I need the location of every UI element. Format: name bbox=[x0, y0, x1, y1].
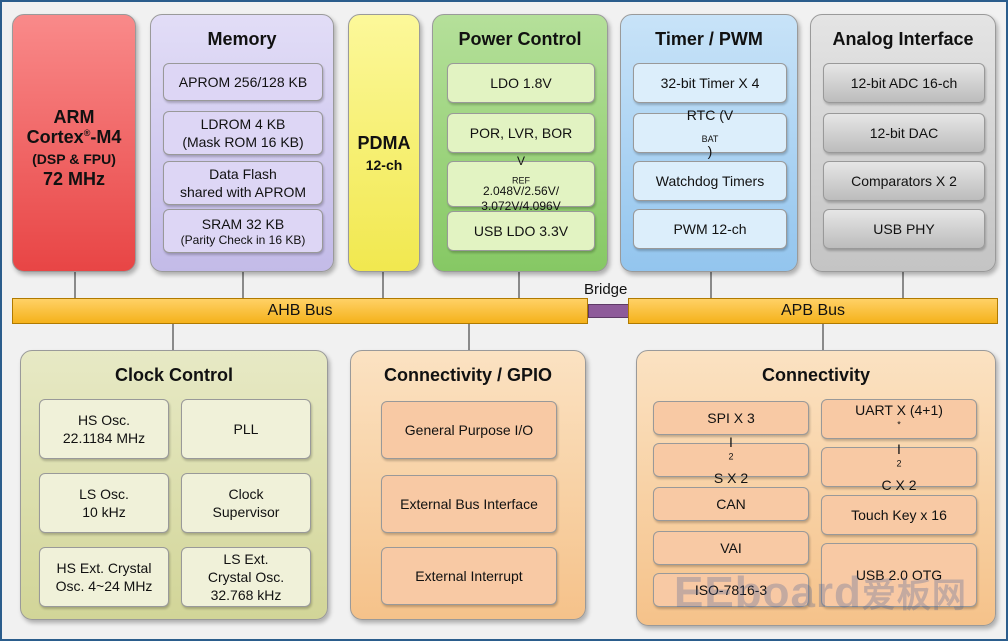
analog-dac: 12-bit DAC bbox=[823, 113, 985, 153]
connectivity-iso7816: ISO-7816-3 bbox=[653, 573, 809, 607]
bridge-label: Bridge bbox=[584, 281, 628, 298]
gpio-external-interrupt: External Interrupt bbox=[381, 547, 557, 605]
memory-title: Memory bbox=[207, 29, 277, 49]
gpio-external-bus-interface: External Bus Interface bbox=[381, 475, 557, 533]
analog-title: Analog Interface bbox=[832, 29, 974, 49]
power-usb-ldo: USB LDO 3.3V bbox=[447, 211, 595, 251]
memory-ldrom: LDROM 4 KB (Mask ROM 16 KB) bbox=[163, 111, 323, 155]
cpu-name: ARM bbox=[53, 107, 95, 127]
clock-ls-ext-crystal: LS Ext.Crystal Osc.32.768 kHz bbox=[181, 547, 311, 607]
pdma-block: PDMA 12-ch bbox=[348, 14, 420, 272]
wire bbox=[710, 272, 712, 298]
connectivity-title: Connectivity bbox=[761, 365, 871, 385]
pdma-title: PDMA bbox=[357, 133, 411, 153]
timer-watchdog: Watchdog Timers bbox=[633, 161, 787, 201]
gpio-block: Connectivity / GPIO General Purpose I/O … bbox=[350, 350, 586, 620]
wire bbox=[242, 272, 244, 298]
cpu-core: Cortex®-M4 bbox=[26, 127, 122, 147]
cpu-frequency: 72 MHz bbox=[42, 169, 105, 189]
analog-usb-phy: USB PHY bbox=[823, 209, 985, 249]
analog-comparators: Comparators X 2 bbox=[823, 161, 985, 201]
timer-pwm: PWM 12-ch bbox=[633, 209, 787, 249]
connectivity-usb-otg: USB 2.0 OTG bbox=[821, 543, 977, 607]
memory-data-flash: Data Flash shared with APROM bbox=[163, 161, 323, 205]
power-ldo: LDO 1.8V bbox=[447, 63, 595, 103]
clock-block: Clock Control HS Osc.22.1184 MHz PLL LS … bbox=[20, 350, 328, 620]
wire bbox=[172, 324, 174, 350]
bridge-connector bbox=[588, 304, 630, 318]
power-por: POR, LVR, BOR bbox=[447, 113, 595, 153]
timer-title: Timer / PWM bbox=[655, 29, 763, 49]
wire bbox=[822, 324, 824, 350]
ahb-bus: AHB Bus bbox=[12, 298, 588, 324]
cpu-block: ARM Cortex®-M4 (DSP & FPU) 72 MHz bbox=[12, 14, 136, 272]
connectivity-touch-key: Touch Key x 16 bbox=[821, 495, 977, 535]
gpio-title: Connectivity / GPIO bbox=[383, 365, 553, 385]
clock-pll: PLL bbox=[181, 399, 311, 459]
wire bbox=[382, 272, 384, 298]
watermark: EEboard爱板网 bbox=[674, 568, 967, 617]
clock-ls-osc: LS Osc.10 kHz bbox=[39, 473, 169, 533]
connectivity-uart: UART X (4+1)* bbox=[821, 399, 977, 439]
connectivity-can: CAN bbox=[653, 487, 809, 521]
wire bbox=[74, 272, 76, 298]
apb-bus: APB Bus bbox=[628, 298, 998, 324]
connectivity-vai: VAI bbox=[653, 531, 809, 565]
connectivity-spi: SPI X 3 bbox=[653, 401, 809, 435]
wire bbox=[468, 324, 470, 350]
analog-adc: 12-bit ADC 16-ch bbox=[823, 63, 985, 103]
wire bbox=[518, 272, 520, 298]
power-title: Power Control bbox=[458, 29, 582, 49]
memory-block: Memory APROM 256/128 KB LDROM 4 KB (Mask… bbox=[150, 14, 334, 272]
wire bbox=[902, 272, 904, 298]
gpio-general-purpose-io: General Purpose I/O bbox=[381, 401, 557, 459]
cpu-extensions: (DSP & FPU) bbox=[32, 151, 116, 167]
pdma-channels: 12-ch bbox=[365, 157, 403, 173]
memory-sram: SRAM 32 KB (Parity Check in 16 KB) bbox=[163, 209, 323, 253]
clock-title: Clock Control bbox=[114, 365, 233, 385]
timer-32bit: 32-bit Timer X 4 bbox=[633, 63, 787, 103]
analog-block: Analog Interface 12-bit ADC 16-ch 12-bit… bbox=[810, 14, 996, 272]
memory-aprom: APROM 256/128 KB bbox=[163, 63, 323, 101]
clock-hs-osc: HS Osc.22.1184 MHz bbox=[39, 399, 169, 459]
